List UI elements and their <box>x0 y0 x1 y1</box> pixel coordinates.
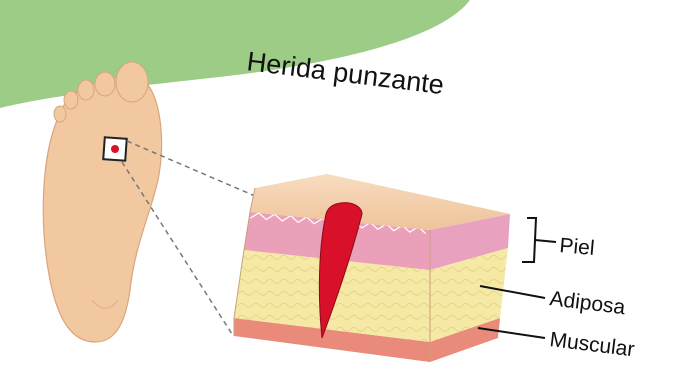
wound-marker <box>103 137 126 160</box>
label-skin: Piel <box>559 234 596 260</box>
